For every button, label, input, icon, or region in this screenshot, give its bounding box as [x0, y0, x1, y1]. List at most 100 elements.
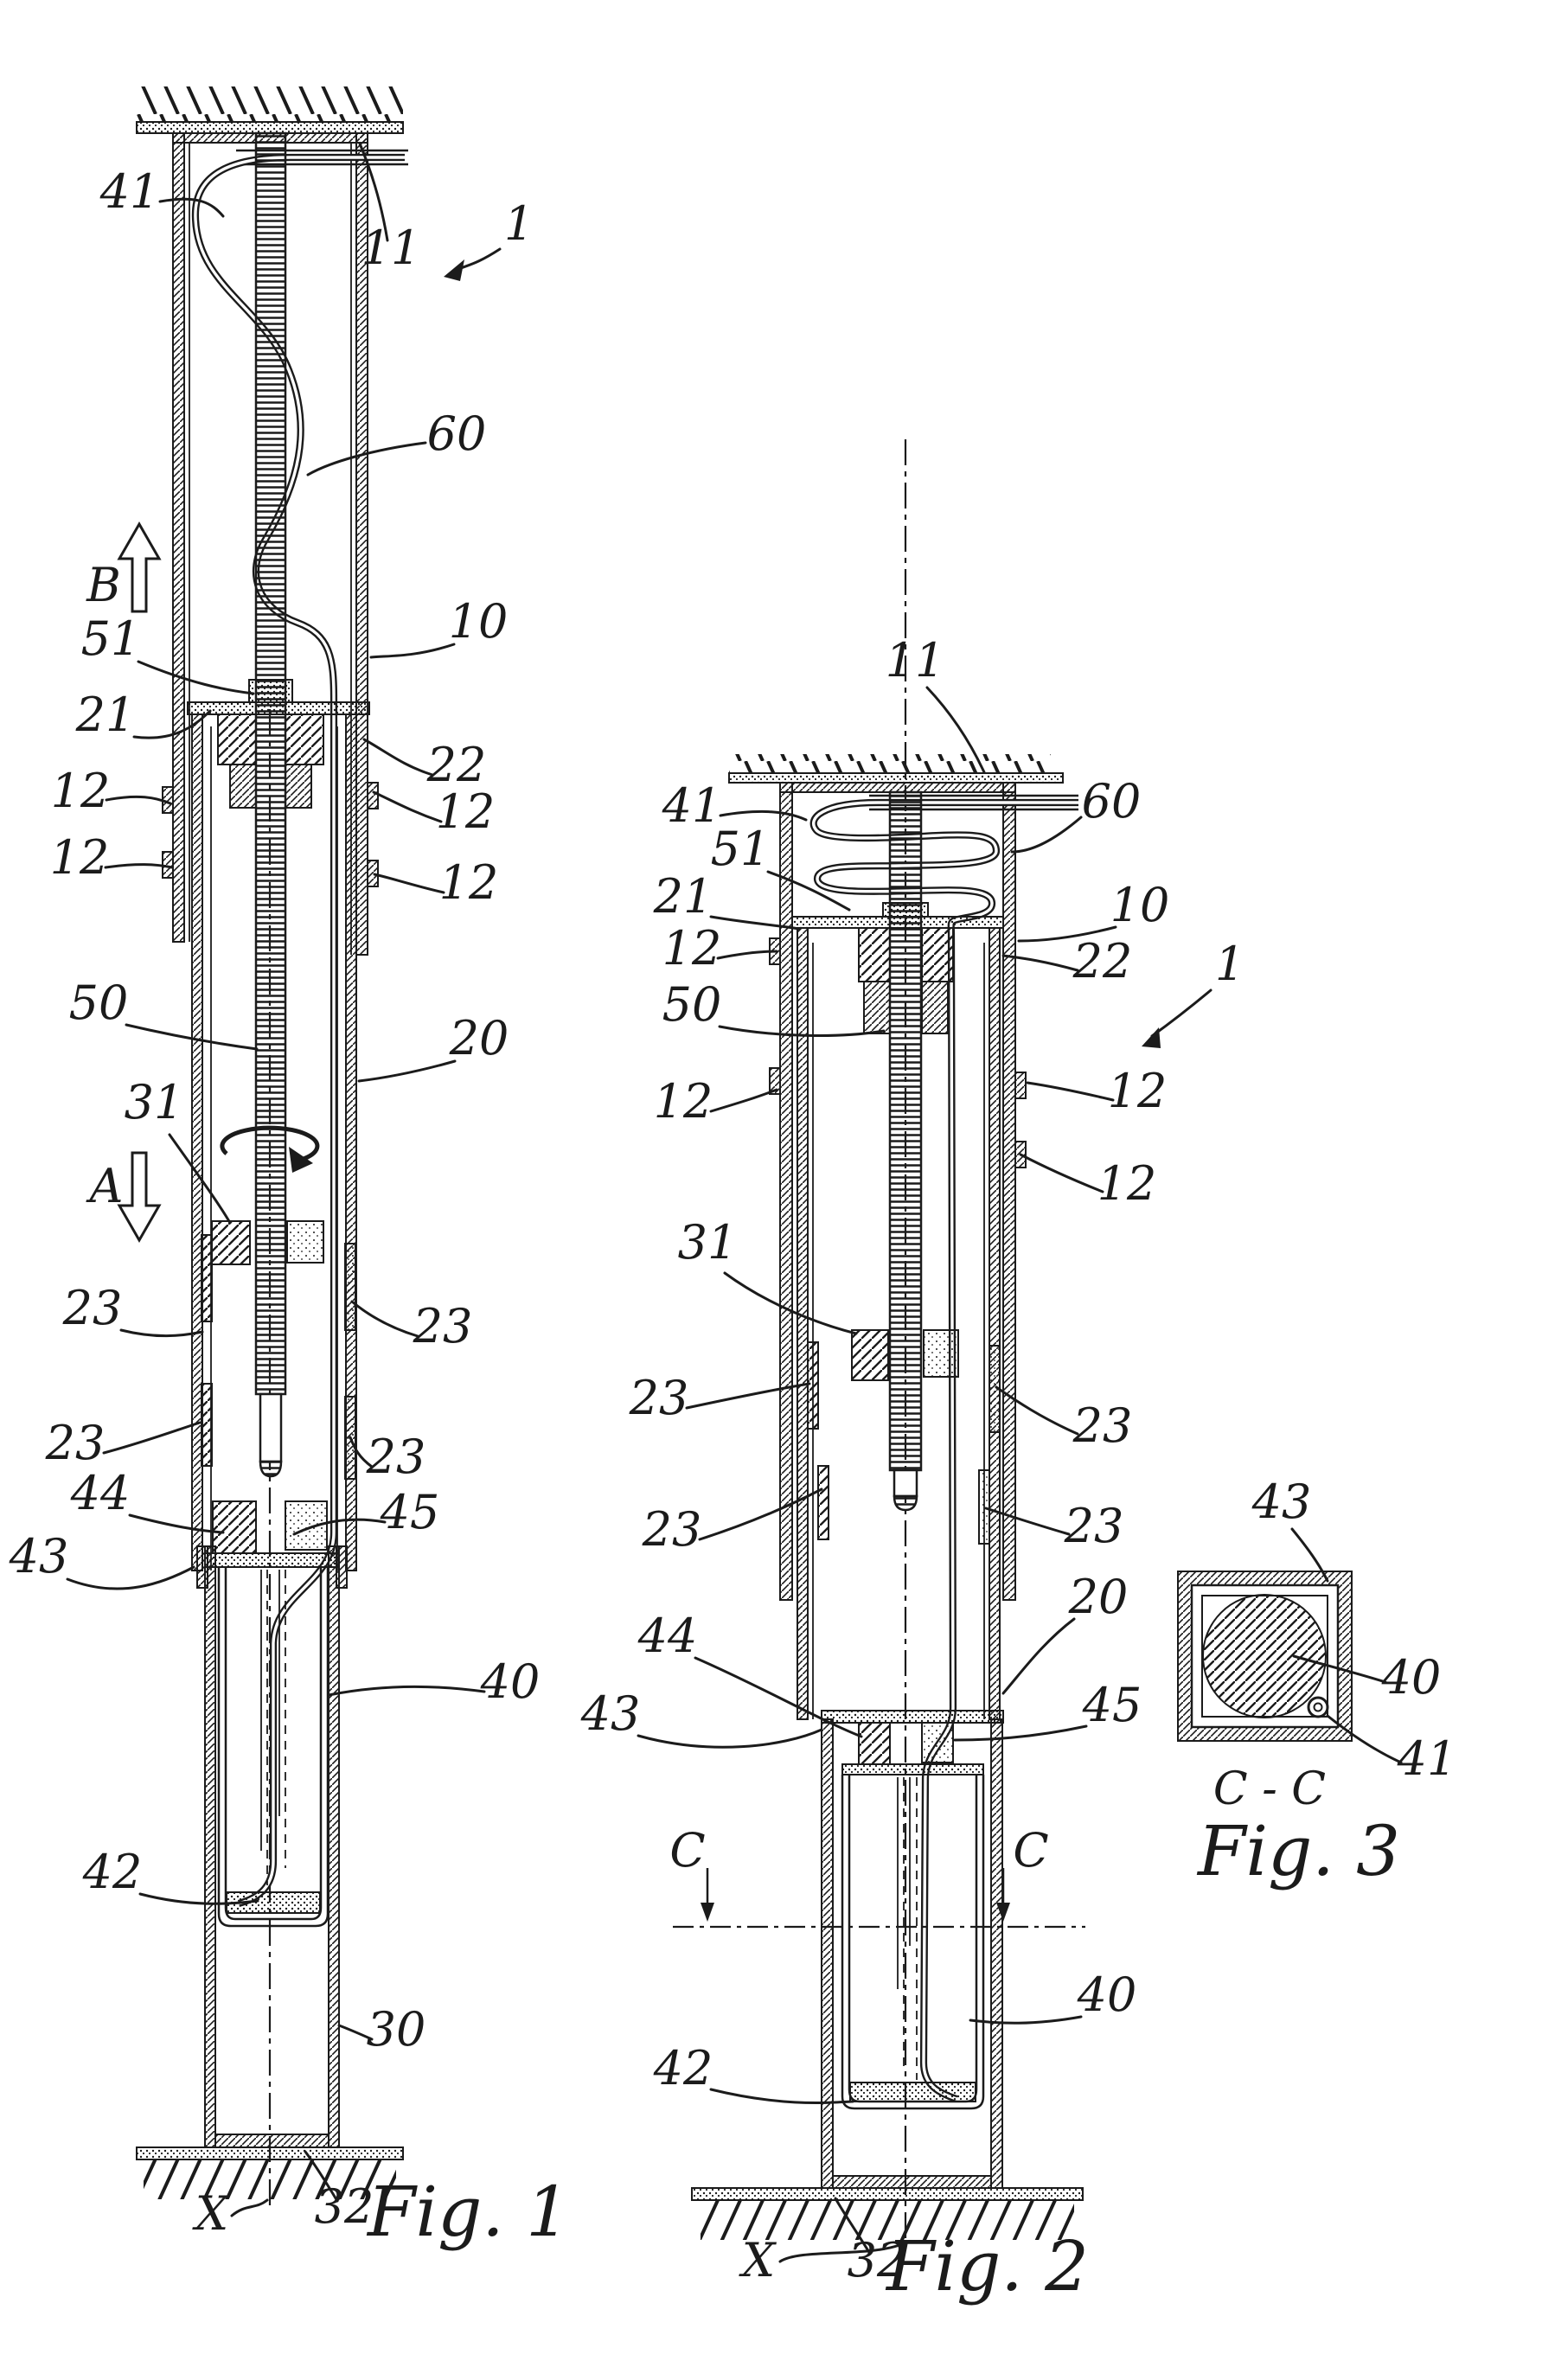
- fig1-leader-X: [230, 2198, 269, 2217]
- fig1-leader-1-arrowhead: [444, 259, 464, 281]
- fig1-tube10-right-wall: [355, 132, 368, 956]
- figure-1: 41 11 1 60 B 51 21 12 12 10 22 12 12 50 …: [9, 86, 570, 2252]
- fig2-leader-11: [925, 686, 986, 774]
- fig2-leader-42: [709, 2088, 854, 2104]
- fig2-section-arrow-right-head: [996, 1903, 1010, 1922]
- fig2-leader-10: [1017, 925, 1117, 943]
- fig1-collar-skirt-right: [285, 764, 312, 809]
- fig2-label-12d: 12: [1097, 1156, 1157, 1211]
- fig2-leader-43: [637, 1728, 823, 1749]
- fig1-rotation-arrow-arc: [220, 1125, 320, 1162]
- fig1-label-45: 45: [380, 1485, 440, 1539]
- fig2-spindle-tip: [893, 1494, 918, 1512]
- fig2-leader-21: [709, 915, 801, 931]
- fig1-spindle: [254, 131, 287, 1396]
- fig3-leader-41: [1326, 1714, 1403, 1764]
- fig3-label-40: 40: [1381, 1650, 1442, 1705]
- fig1-label-42: 42: [82, 1845, 143, 1899]
- fig1-leader-30: [337, 2024, 374, 2041]
- fig2-label-10: 10: [1110, 878, 1170, 932]
- fig2-label-32: 32: [848, 2233, 907, 2287]
- fig2-label-60: 60: [1082, 774, 1142, 829]
- fig1-piston-31-right: [286, 1220, 324, 1264]
- fig2-label-20: 20: [1068, 1570, 1129, 1624]
- fig2-label-41: 41: [662, 778, 722, 833]
- fig1-label-X: X: [192, 2186, 231, 2241]
- fig1-arrow-down-A: [117, 1151, 162, 1244]
- fig2-collar-bar-21: [791, 916, 1004, 929]
- fig2-leader-20: [1001, 1617, 1076, 1695]
- fig2-label-23a: 23: [629, 1371, 689, 1425]
- fig2-tube40-top-plate: [841, 1763, 984, 1775]
- fig1-arrow-up-B: [117, 521, 162, 613]
- fig2-label-31: 31: [678, 1215, 738, 1270]
- fig1-label-31: 31: [125, 1075, 184, 1129]
- figure-3: 43 40 41 C - C Fig. 3: [1177, 1475, 1456, 1891]
- fig1-tube30-bottom-plate: [214, 2134, 330, 2148]
- fig1-leader-1: [455, 247, 502, 272]
- fig1-label-21: 21: [75, 688, 136, 742]
- fig2-label-1: 1: [1215, 937, 1244, 991]
- fig2-guide-45: [921, 1722, 954, 1763]
- fig2-tube30-left-wall: [821, 1718, 834, 2189]
- fig2-label-44: 44: [637, 1609, 698, 1663]
- fig1-tube30-left-wall: [204, 1545, 216, 2148]
- fig2-tube10-right-wall: [1002, 782, 1016, 1601]
- fig1-collar-block-right: [285, 713, 324, 765]
- fig2-label-40: 40: [1077, 1967, 1137, 2022]
- fig1-label-B: B: [86, 558, 121, 612]
- fig2-tube20-right-wall: [989, 927, 1001, 1720]
- fig2-tube30-bottom-plate: [832, 2175, 992, 2189]
- fig2-picker-43-bar: [821, 1710, 1004, 1724]
- fig2-label-45: 45: [1082, 1678, 1142, 1732]
- fig2-leader-50: [718, 1025, 886, 1037]
- fig2-nut-44: [858, 1722, 891, 1765]
- fig1-leader-42: [138, 1892, 259, 1905]
- fig2-label-22: 22: [1072, 934, 1133, 988]
- fig3-cable-41-section: [1307, 1696, 1329, 1718]
- fig1-label-1: 1: [504, 196, 534, 251]
- fig2-label-12c: 12: [1108, 1064, 1168, 1118]
- fig2-leader-23a: [685, 1382, 811, 1410]
- fig1-picker-43-bar: [204, 1552, 340, 1568]
- fig2-ground-bar: [691, 2187, 1084, 2201]
- fig2-collar-block-left: [858, 927, 891, 982]
- fig1-label-23c: 23: [45, 1416, 106, 1470]
- fig2-label-23d: 23: [1064, 1499, 1124, 1553]
- fig2-label-23b: 23: [1072, 1398, 1133, 1453]
- fig2-collar-skirt-right: [921, 981, 949, 1034]
- fig2-label-12b: 12: [654, 1074, 713, 1129]
- fig2-leader-45: [953, 1724, 1088, 1742]
- fig1-leader-12a: [105, 795, 172, 805]
- fig2-leader-1-arrowhead: [1142, 1027, 1161, 1048]
- fig2-piston-31-right: [923, 1329, 959, 1378]
- fig1-leader-12b: [104, 863, 174, 869]
- fig1-ground-bar: [136, 2146, 404, 2160]
- fig1-leader-50: [125, 1023, 259, 1051]
- fig2-guide-12-right-upper: [1014, 1072, 1027, 1099]
- fig2-ceiling-hatch: [729, 754, 1051, 773]
- fig2-label-C-left: C: [669, 1823, 705, 1878]
- fig1-tube20-right-wall: [345, 713, 357, 1571]
- fig1-label-12c: 12: [436, 784, 496, 839]
- fig1-leader-22: [362, 738, 434, 777]
- fig2-label-X: X: [739, 2233, 777, 2287]
- fig1-label-22: 22: [426, 738, 487, 792]
- fig1-ceiling-hatch: [137, 86, 403, 122]
- fig1-leader-23a: [119, 1328, 204, 1338]
- fig1-tube40-outer-wall: [217, 1567, 330, 1928]
- fig1-label-60: 60: [427, 406, 487, 461]
- fig1-label-41: 41: [99, 164, 160, 219]
- fig2-leader-40: [969, 2015, 1083, 2025]
- fig1-nut-44: [212, 1500, 257, 1554]
- fig1-label-50: 50: [69, 976, 129, 1030]
- fig2-tube10-left-wall: [779, 782, 793, 1601]
- fig1-label-12b: 12: [50, 830, 110, 885]
- fig1-label-40: 40: [480, 1654, 541, 1709]
- fig1-leader-20: [357, 1059, 457, 1083]
- fig1-leader-32: [304, 2150, 339, 2203]
- fig2-label-43: 43: [580, 1686, 641, 1741]
- fig1-leader-43: [66, 1565, 195, 1590]
- fig1-leader-12d: [373, 873, 445, 894]
